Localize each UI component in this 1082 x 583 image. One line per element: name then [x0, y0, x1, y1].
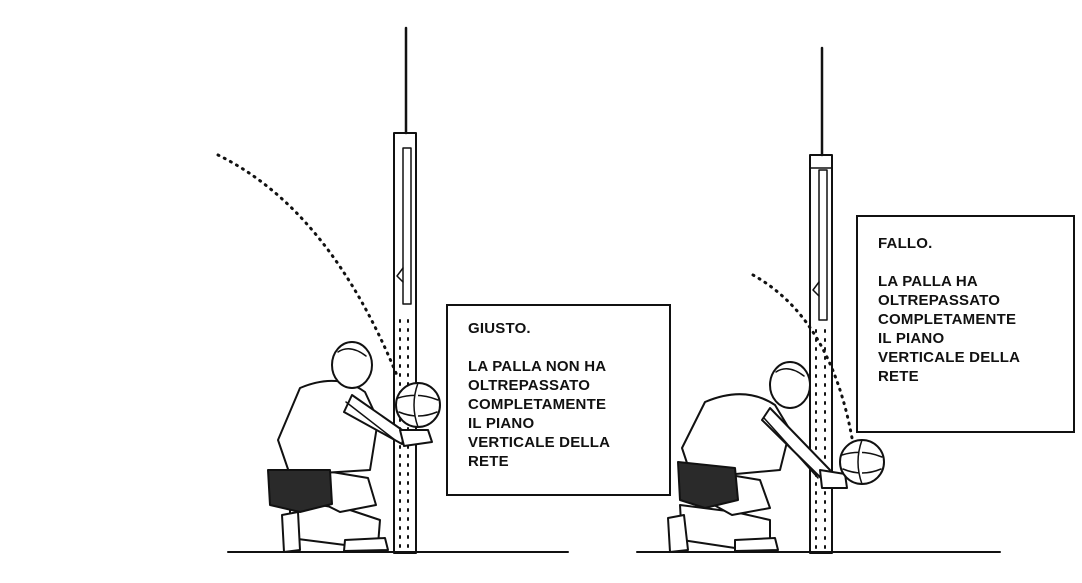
player-left: [267, 341, 433, 553]
verdict-correct: GIUSTO.: [468, 320, 531, 337]
net-post-left: [393, 26, 417, 554]
player-right: [667, 361, 848, 553]
explanation-line: IL PIANO: [468, 415, 535, 432]
explanation-line: OLTREPASSATO: [468, 377, 591, 394]
verdict-fault: FALLO.: [878, 235, 933, 252]
explanation-line: LA PALLA NON HA: [468, 358, 607, 375]
callout-box-correct: GIUSTO. LA PALLA NON HA OLTREPASSATO COM…: [446, 304, 671, 496]
volleyball-right: [839, 439, 885, 485]
explanation-line: VERTICALE DELLA: [468, 434, 611, 451]
callout-box-fault: FALLO. LA PALLA HA OLTREPASSATO COMPLETA…: [856, 215, 1075, 433]
explanation-line: COMPLETAMENTE: [878, 311, 1017, 328]
explanation-line: VERTICALE DELLA: [878, 349, 1021, 366]
explanation-line: LA PALLA HA: [878, 273, 978, 290]
explanation-line: IL PIANO: [878, 330, 945, 347]
ball-trajectory-right: [751, 273, 854, 440]
net-post-right: [809, 46, 833, 554]
explanation-line: COMPLETAMENTE: [468, 396, 607, 413]
explanation-line: OLTREPASSATO: [878, 292, 1001, 309]
ball-trajectory-left: [216, 153, 400, 380]
volleyball-left: [395, 382, 441, 428]
explanation-line: RETE: [878, 368, 919, 385]
explanation-line: RETE: [468, 453, 509, 470]
shorts-left: [267, 469, 333, 513]
shorts-right: [677, 461, 739, 509]
